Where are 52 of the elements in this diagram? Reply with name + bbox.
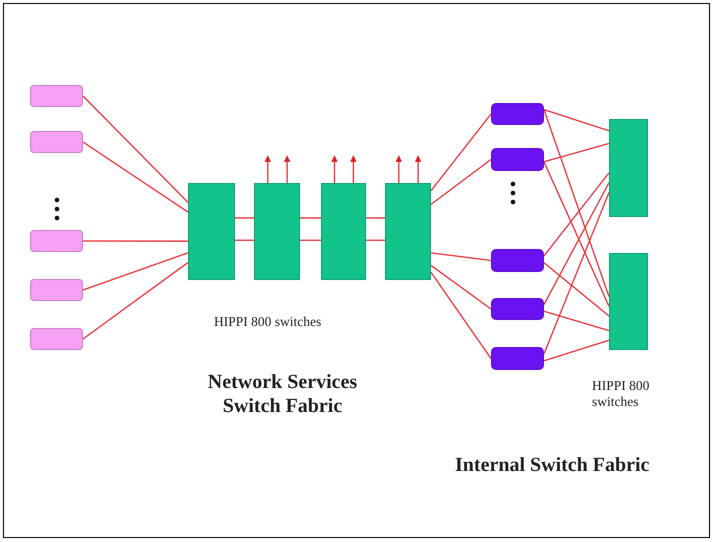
connector-line: [430, 114, 492, 192]
computer-box: [491, 103, 544, 125]
connector-line: [543, 109, 610, 297]
connector-line: [543, 192, 610, 354]
connector-line: [543, 172, 610, 256]
connector-line: [430, 264, 492, 310]
storage-box: [30, 279, 83, 301]
connector-line: [544, 340, 610, 362]
connector-line: [235, 240, 254, 241]
group-title: Internal Switch Fabric: [455, 453, 650, 477]
switch-box: [385, 183, 431, 280]
connector-line: [543, 182, 610, 305]
storage-box: [30, 230, 83, 252]
arrow: [350, 155, 357, 183]
switch-caption: HIPPI 800 switches: [592, 378, 650, 410]
connector-line: [544, 108, 610, 132]
connector-line: [82, 96, 188, 203]
group-title: Network Services Switch Fabric: [206, 370, 358, 418]
connector-line: [300, 217, 321, 219]
connector-line: [366, 240, 385, 241]
arrow: [396, 155, 402, 183]
connector-line: [83, 240, 188, 242]
connector-line: [430, 158, 492, 205]
arrow: [331, 155, 338, 183]
switch-box: [254, 183, 300, 280]
connector-line: [543, 162, 610, 307]
connector-line: [82, 141, 188, 213]
arrow: [414, 155, 422, 183]
switch-box: [188, 183, 235, 280]
connector-line: [300, 240, 321, 241]
connector-line: [544, 142, 610, 162]
computer-box: [491, 249, 544, 272]
arrow: [284, 155, 290, 183]
computer-box: [491, 347, 544, 370]
switch-box: [609, 119, 648, 217]
storage-box: [30, 131, 83, 153]
connector-line: [235, 217, 254, 219]
arrow: [264, 155, 272, 183]
connector-line: [544, 310, 610, 332]
connector-line: [82, 262, 188, 340]
connector-line: [430, 252, 492, 262]
switch-box: [321, 183, 366, 280]
storage-box: [30, 328, 83, 350]
switch-caption: HIPPI 800 switches: [214, 314, 322, 330]
switch-box: [609, 253, 648, 350]
connector-line: [366, 217, 385, 219]
connector-line: [430, 272, 492, 359]
computer-box: [491, 298, 544, 320]
computer-box: [491, 148, 544, 171]
storage-box: [30, 85, 83, 107]
connector-line: [82, 252, 188, 291]
connector-line: [544, 262, 610, 317]
